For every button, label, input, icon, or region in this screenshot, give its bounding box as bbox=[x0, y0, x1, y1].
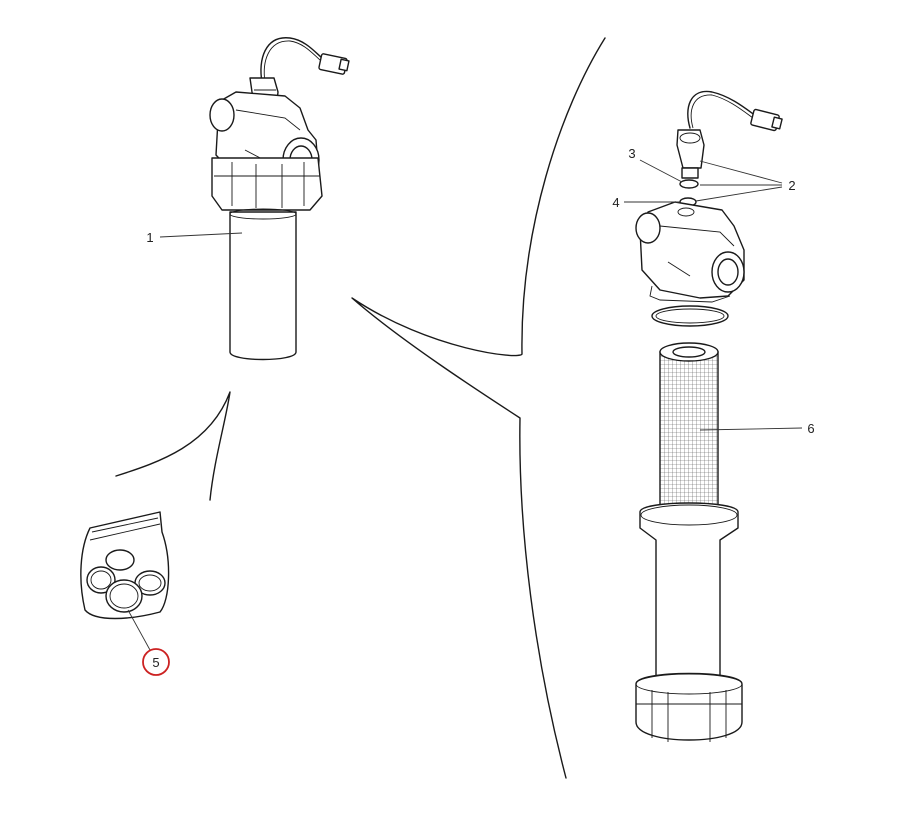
callout-3[interactable]: 3 bbox=[628, 146, 635, 161]
kit-ring-small bbox=[105, 549, 135, 571]
seal-ring-3 bbox=[679, 179, 699, 189]
separator-arc-small bbox=[115, 391, 231, 501]
exploded-filter-bowl bbox=[639, 502, 739, 679]
callout-5-label: 5 bbox=[152, 655, 159, 670]
callout-3-label: 3 bbox=[628, 146, 635, 161]
sensor-cable bbox=[260, 37, 323, 83]
bowl-o-ring bbox=[651, 305, 729, 327]
ring-nut bbox=[211, 157, 323, 211]
leader-1 bbox=[159, 232, 243, 238]
leader-2c bbox=[695, 186, 783, 202]
leader-3 bbox=[639, 159, 683, 183]
leader-2a bbox=[699, 160, 783, 184]
callout-6-label: 6 bbox=[807, 421, 814, 436]
callout-1-label: 1 bbox=[146, 230, 153, 245]
callout-4-label: 4 bbox=[612, 195, 619, 210]
callout-1[interactable]: 1 bbox=[146, 230, 153, 245]
separator-arc-main bbox=[351, 37, 606, 779]
filter-bowl bbox=[229, 211, 297, 361]
leader-5 bbox=[127, 609, 151, 651]
exploded-assembly bbox=[635, 90, 783, 742]
callout-5-highlight-ring bbox=[142, 648, 170, 676]
exploded-sensor-cable bbox=[687, 90, 757, 129]
callout-2-label: 2 bbox=[788, 178, 795, 193]
filter-element bbox=[659, 351, 719, 529]
filter-assembly bbox=[209, 37, 350, 361]
exploded-pressure-sensor bbox=[676, 129, 705, 169]
callout-5[interactable]: 5 bbox=[142, 648, 170, 676]
kit-ring-center bbox=[105, 579, 143, 613]
leader-6 bbox=[699, 427, 803, 431]
callout-6[interactable]: 6 bbox=[807, 421, 814, 436]
callout-2[interactable]: 2 bbox=[788, 178, 795, 193]
callout-4[interactable]: 4 bbox=[612, 195, 619, 210]
seal-kit-bag bbox=[80, 511, 170, 620]
